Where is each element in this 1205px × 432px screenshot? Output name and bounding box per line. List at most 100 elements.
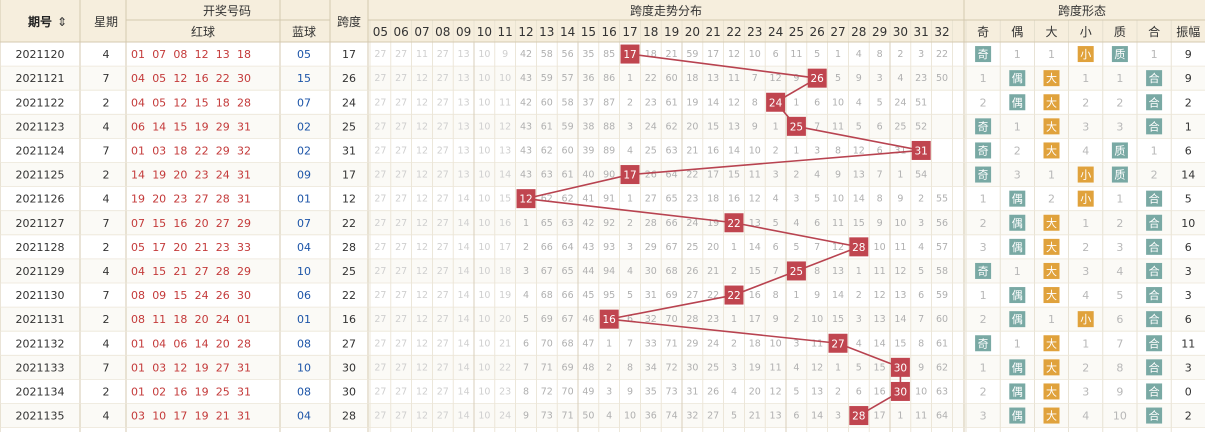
miss-value: 5 [731,411,737,422]
shape-miss: 1 [1014,337,1021,350]
miss-value: 15 [874,362,886,373]
miss-value: 71 [541,362,553,373]
miss-value: 1 [835,362,841,373]
miss-value: 60 [936,314,948,325]
shape-tag: 奇 [978,265,989,278]
row-bg [0,66,1205,91]
span-cell: 25 [342,265,356,278]
shape-tag: 小 [1080,193,1091,206]
miss-value: 12 [874,290,886,301]
miss-value: 11 [770,362,782,373]
shape-tag-box [1009,214,1026,231]
row-bg [0,162,1205,187]
row-bg [0,379,1205,404]
row-bg [0,403,1205,428]
red-ball: 17 [173,410,187,423]
miss-value: 27 [374,362,386,373]
shape-col-label: 质 [1114,25,1126,39]
header-shape: 跨度形态 [1058,3,1106,18]
miss-value: 4 [856,97,862,108]
red-ball: 23 [173,193,187,206]
amplitude-cell: 14 [1181,169,1195,182]
miss-value: 35 [582,49,594,60]
shape-tag: 大 [1046,288,1057,302]
axis-tick-label: 10 [477,25,492,39]
row-bg [0,283,1205,308]
miss-value: 13 [770,411,782,422]
header-issue[interactable]: 期号 [28,14,52,29]
miss-value: 10 [478,170,490,181]
miss-value: 11 [499,97,511,108]
shape-tag-box [1146,118,1163,135]
miss-value: 5 [793,242,799,253]
shape-tag-box [1111,46,1128,63]
shape-tag: 小 [1080,48,1091,61]
red-ball: 11 [152,313,166,326]
red-ball: 19 [152,169,166,182]
red-ball: 19 [195,385,209,398]
shape-miss: 1 [980,289,987,302]
miss-value: 3 [627,121,633,132]
miss-value: 12 [416,411,428,422]
miss-value: 7 [773,266,779,277]
header-weekday: 星期 [94,15,118,29]
miss-value: 24 [686,218,698,229]
miss-value: 7 [752,73,758,84]
miss-value: 5 [627,290,633,301]
miss-value: 12 [770,73,782,84]
miss-value: 16 [707,145,719,156]
miss-value: 34 [645,362,657,373]
miss-value: 87 [603,97,615,108]
shape-tag-box [1043,287,1060,304]
miss-value: 7 [877,170,883,181]
header-blue: 蓝球 [292,25,316,39]
miss-value: 18 [707,194,719,205]
shape-miss: 1 [1048,169,1055,182]
red-ball: 13 [216,48,230,61]
miss-value: 3 [814,145,820,156]
miss-value: 15 [894,338,906,349]
weekday-cell: 2 [103,169,110,182]
red-ball: 26 [216,289,230,302]
miss-value: 12 [416,170,428,181]
axis-tick-label: 22 [726,25,741,39]
red-ball: 19 [195,120,209,133]
shape-tag-box [1146,311,1163,328]
issue-cell: 2021133 [16,361,65,374]
issue-cell: 2021125 [16,169,65,182]
miss-value: 29 [686,338,698,349]
shape-miss: 3 [1116,120,1123,133]
miss-value: 27 [374,338,386,349]
red-ball: 29 [216,144,230,157]
miss-value: 14 [894,314,906,325]
miss-value: 27 [437,145,449,156]
miss-value: 19 [499,290,511,301]
blue-ball: 09 [297,169,311,182]
miss-value: 56 [936,218,948,229]
miss-value: 65 [541,218,553,229]
shape-miss: 5 [1116,289,1123,302]
miss-value: 37 [582,97,594,108]
red-ball: 05 [152,72,166,85]
axis-tick-label: 23 [747,25,762,39]
miss-value: 27 [374,145,386,156]
miss-value: 14 [458,266,470,277]
red-ball: 12 [195,48,209,61]
miss-value: 27 [395,145,407,156]
miss-value: 17 [749,314,761,325]
sort-icon[interactable]: ⇕ [57,15,67,29]
miss-value: 93 [603,242,615,253]
red-ball: 04 [131,72,145,85]
axis-tick-label: 05 [373,25,388,39]
miss-value: 24 [707,338,719,349]
miss-value: 62 [666,121,678,132]
miss-value: 49 [582,386,594,397]
miss-value: 27 [374,386,386,397]
miss-value: 66 [666,218,678,229]
shape-miss: 2 [980,217,987,230]
red-ball: 03 [131,410,145,423]
miss-value: 27 [374,97,386,108]
red-ball: 20 [173,169,187,182]
shape-miss: 2 [980,313,987,326]
miss-value: 23 [707,314,719,325]
